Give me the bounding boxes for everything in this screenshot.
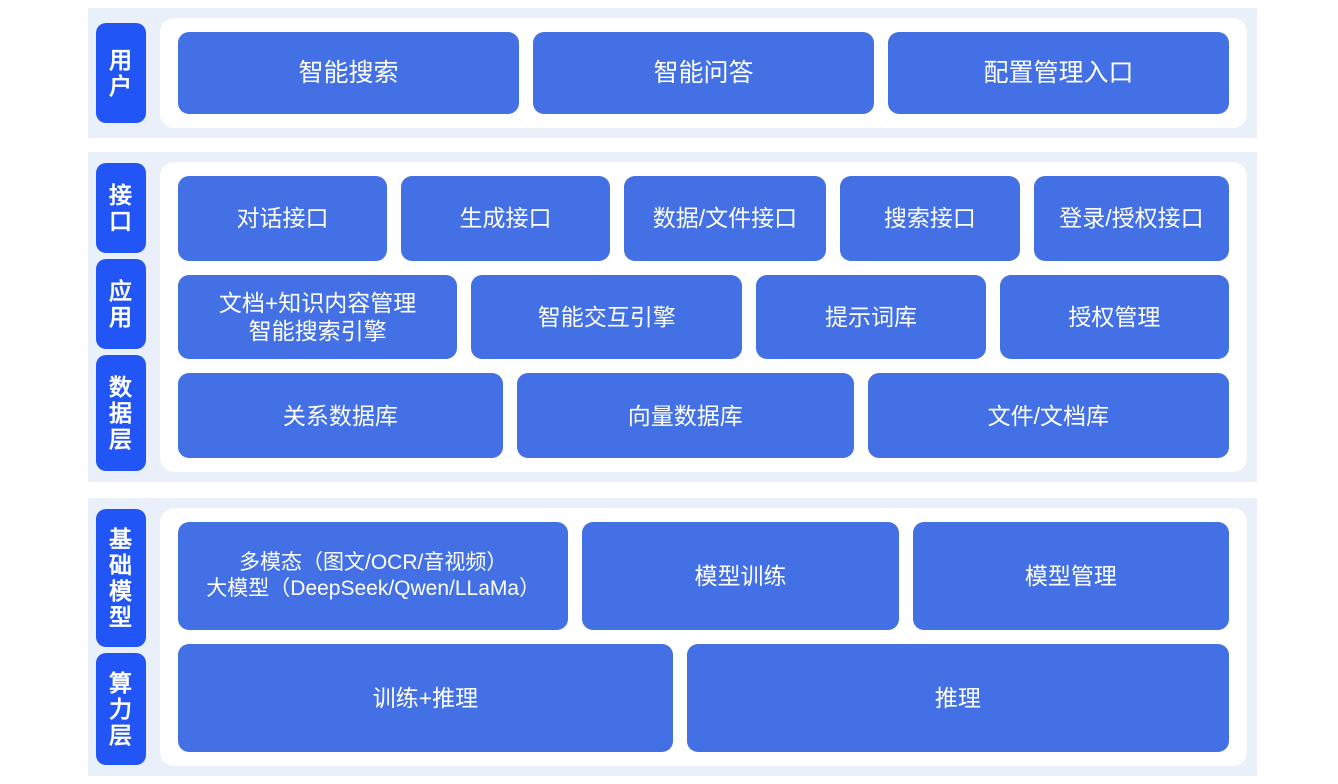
row-user-entries: 智能搜索 智能问答 配置管理入口	[178, 32, 1229, 114]
side-tab-foundation-model[interactable]: 基础模型	[96, 509, 146, 648]
box-training-inference[interactable]: 训练+推理	[178, 644, 673, 752]
box-vector-database[interactable]: 向量数据库	[516, 373, 854, 459]
box-smart-interaction-engine[interactable]: 智能交互引擎	[471, 274, 743, 360]
box-authorization-management[interactable]: 授权管理	[999, 274, 1229, 360]
section-user: 用户 智能搜索 智能问答 配置管理入口	[88, 8, 1257, 138]
panel-infrastructure: 多模态（图文/OCR/音视频） 大模型（DeepSeek/Qwen/LLaMa）…	[160, 508, 1247, 766]
side-tab-application[interactable]: 应用	[96, 258, 146, 349]
row-interface: 对话接口 生成接口 数据/文件接口 搜索接口 登录/授权接口	[178, 176, 1230, 261]
row-compute-layer: 训练+推理 推理	[178, 644, 1229, 752]
box-model-management[interactable]: 模型管理	[912, 522, 1230, 630]
side-tab-data-layer[interactable]: 数据层	[96, 354, 146, 471]
row-application: 文档+知识内容管理 智能搜索引擎 智能交互引擎 提示词库 授权管理	[178, 274, 1229, 360]
box-data-file-api[interactable]: 数据/文件接口	[623, 176, 827, 261]
box-search-api[interactable]: 搜索接口	[840, 176, 1020, 261]
box-generation-api[interactable]: 生成接口	[400, 176, 610, 261]
box-smart-search[interactable]: 智能搜索	[178, 32, 519, 114]
panel-platform: 对话接口 生成接口 数据/文件接口 搜索接口 登录/授权接口 文档+知识内容管理…	[160, 162, 1247, 472]
row-data-layer: 关系数据库 向量数据库 文件/文档库	[178, 373, 1229, 459]
panel-user: 智能搜索 智能问答 配置管理入口	[160, 18, 1247, 128]
box-multimodal-large-model[interactable]: 多模态（图文/OCR/音视频） 大模型（DeepSeek/Qwen/LLaMa）	[178, 522, 569, 630]
box-inference[interactable]: 推理	[686, 644, 1229, 752]
box-smart-qa[interactable]: 智能问答	[533, 32, 874, 114]
box-model-training[interactable]: 模型训练	[582, 522, 899, 630]
box-config-management-entry[interactable]: 配置管理入口	[888, 32, 1229, 114]
section-infrastructure: 基础模型 算力层 多模态（图文/OCR/音视频） 大模型（DeepSeek/Qw…	[88, 498, 1257, 776]
box-file-document-store[interactable]: 文件/文档库	[867, 373, 1229, 459]
box-login-auth-api[interactable]: 登录/授权接口	[1033, 176, 1230, 261]
box-relational-database[interactable]: 关系数据库	[178, 373, 503, 459]
row-foundation-model: 多模态（图文/OCR/音视频） 大模型（DeepSeek/Qwen/LLaMa）…	[178, 522, 1230, 630]
label-column-infrastructure: 基础模型 算力层	[88, 498, 154, 776]
section-platform: 接口 应用 数据层 对话接口 生成接口 数据/文件接口 搜索接口 登录/授权接口…	[88, 152, 1257, 482]
box-doc-knowledge-management[interactable]: 文档+知识内容管理 智能搜索引擎	[178, 274, 458, 360]
label-column-user: 用户	[88, 8, 154, 138]
box-dialog-api[interactable]: 对话接口	[178, 176, 387, 261]
side-tab-user[interactable]: 用户	[96, 23, 146, 123]
side-tab-compute-layer[interactable]: 算力层	[96, 653, 146, 765]
box-prompt-library[interactable]: 提示词库	[756, 274, 986, 360]
label-column-platform: 接口 应用 数据层	[88, 152, 154, 482]
side-tab-interface[interactable]: 接口	[96, 163, 146, 253]
